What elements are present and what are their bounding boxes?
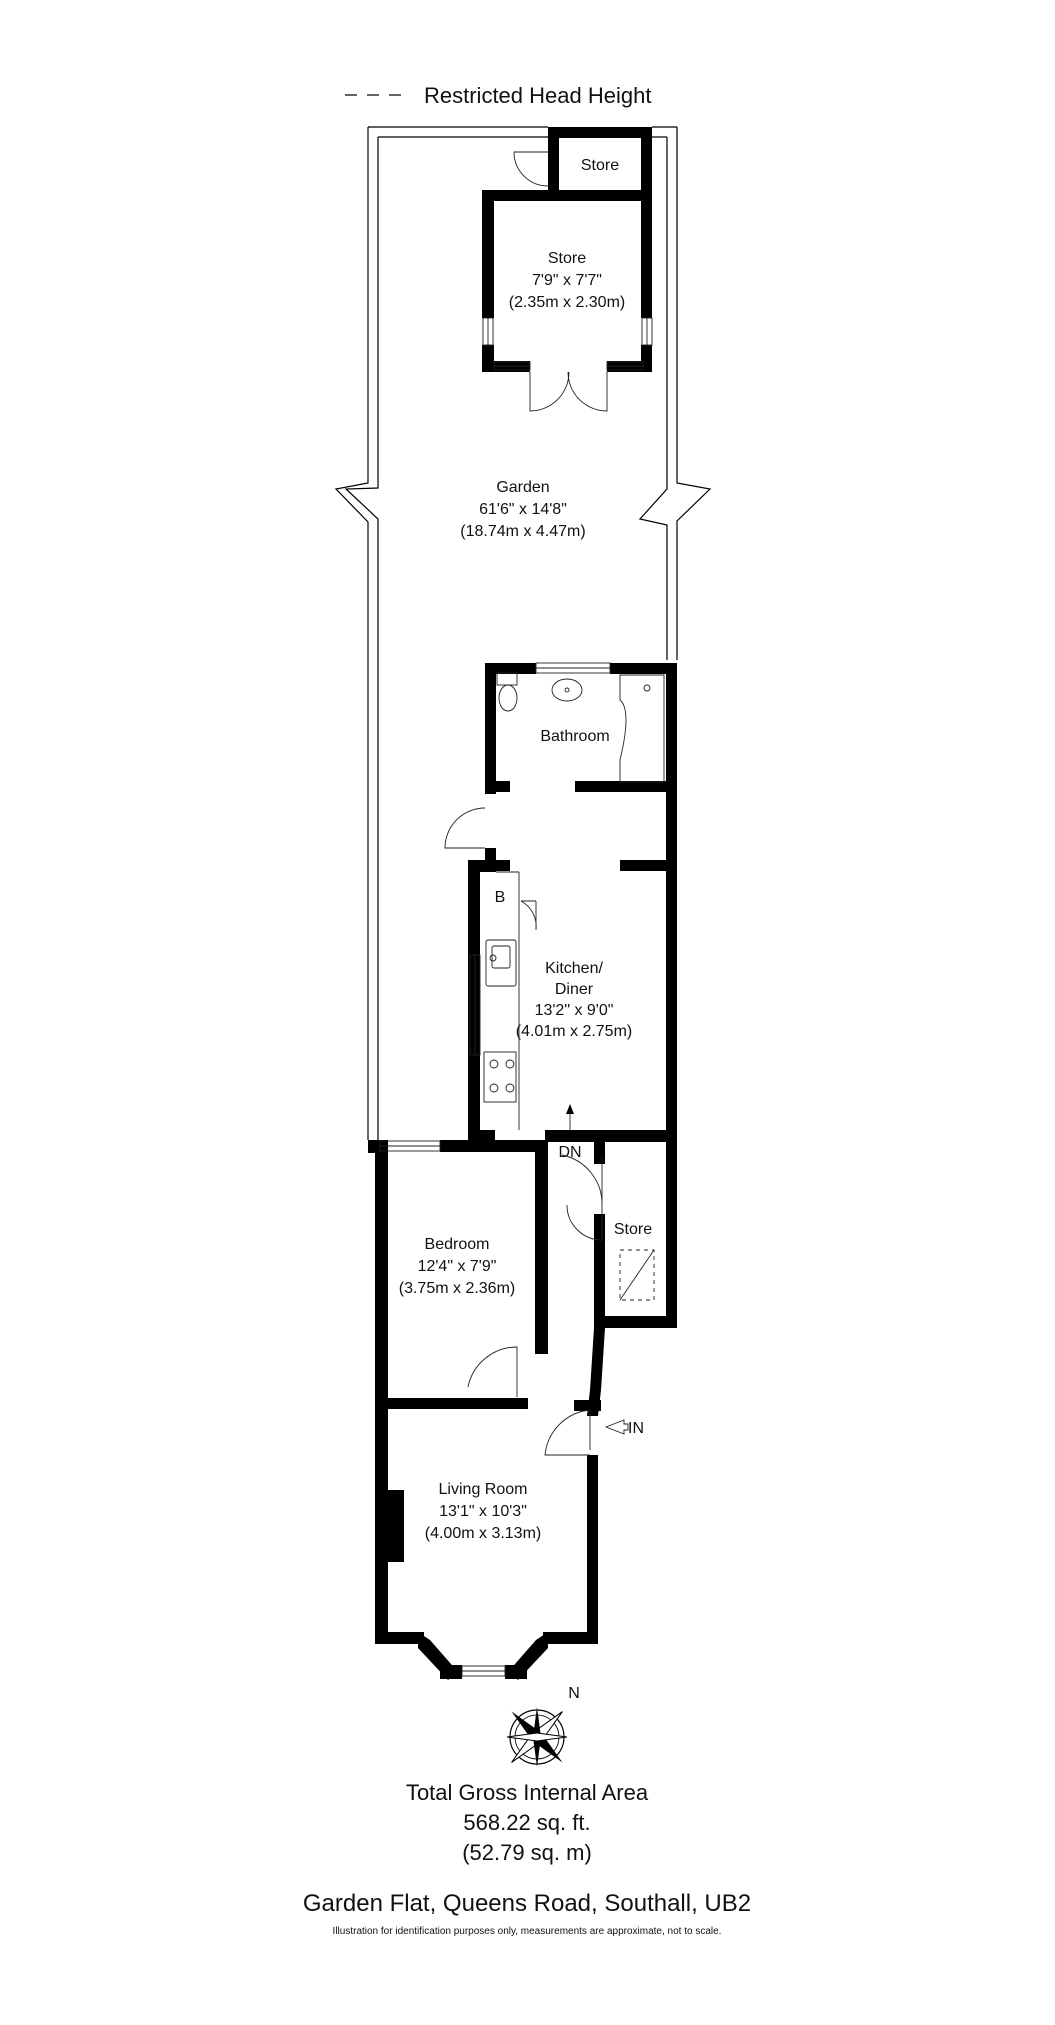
garden-metric: (18.74m x 4.47m)	[460, 523, 585, 540]
room-labels: Store Store 7'9" x 7'7" (2.35m x 2.30m) …	[399, 157, 652, 1542]
legend-label: Restricted Head Height	[424, 83, 651, 108]
entrance-marker: IN	[628, 1420, 644, 1437]
area-sqm: (52.79 sq. m)	[462, 1840, 592, 1865]
store-outbuilding-label: Store	[548, 250, 586, 267]
compass-icon	[506, 1707, 568, 1767]
living-room-metric: (4.00m x 3.13m)	[425, 1525, 541, 1542]
garden-imperial: 61'6" x 14'8"	[479, 501, 567, 518]
disclaimer: Illustration for identification purposes…	[333, 1926, 722, 1937]
garden-boundary	[334, 126, 712, 1140]
living-room-label: Living Room	[439, 1481, 528, 1498]
property-address: Garden Flat, Queens Road, Southall, UB2	[303, 1890, 751, 1917]
legend: Restricted Head Height	[345, 83, 651, 108]
down-marker: DN	[558, 1144, 581, 1161]
store-small-label: Store	[581, 157, 619, 174]
area-summary: Total Gross Internal Area 568.22 sq. ft.…	[406, 1780, 649, 1865]
store-hall-label: Store	[614, 1221, 652, 1238]
kitchen-label-line1: Kitchen/	[545, 960, 603, 977]
garden-label: Garden	[496, 479, 549, 496]
store-outbuilding-metric: (2.35m x 2.30m)	[509, 294, 625, 311]
kitchen-metric: (4.01m x 2.75m)	[516, 1023, 632, 1040]
store-outbuilding-imperial: 7'9" x 7'7"	[532, 272, 602, 289]
main-building-walls	[368, 662, 677, 1680]
bedroom-metric: (3.75m x 2.36m)	[399, 1280, 515, 1297]
outbuilding	[482, 127, 653, 412]
bathroom-label: Bathroom	[540, 728, 609, 745]
bedroom-label: Bedroom	[425, 1236, 490, 1253]
kitchen-label-line2: Diner	[555, 981, 594, 998]
area-sqft: 568.22 sq. ft.	[463, 1810, 590, 1835]
kitchen-imperial: 13'2" x 9'0"	[535, 1002, 614, 1019]
boiler-label: B	[495, 889, 506, 906]
living-room-imperial: 13'1" x 10'3"	[439, 1503, 527, 1520]
bedroom-imperial: 12'4" x 7'9"	[418, 1258, 497, 1275]
north-label: N	[568, 1685, 580, 1702]
area-title: Total Gross Internal Area	[406, 1780, 649, 1805]
